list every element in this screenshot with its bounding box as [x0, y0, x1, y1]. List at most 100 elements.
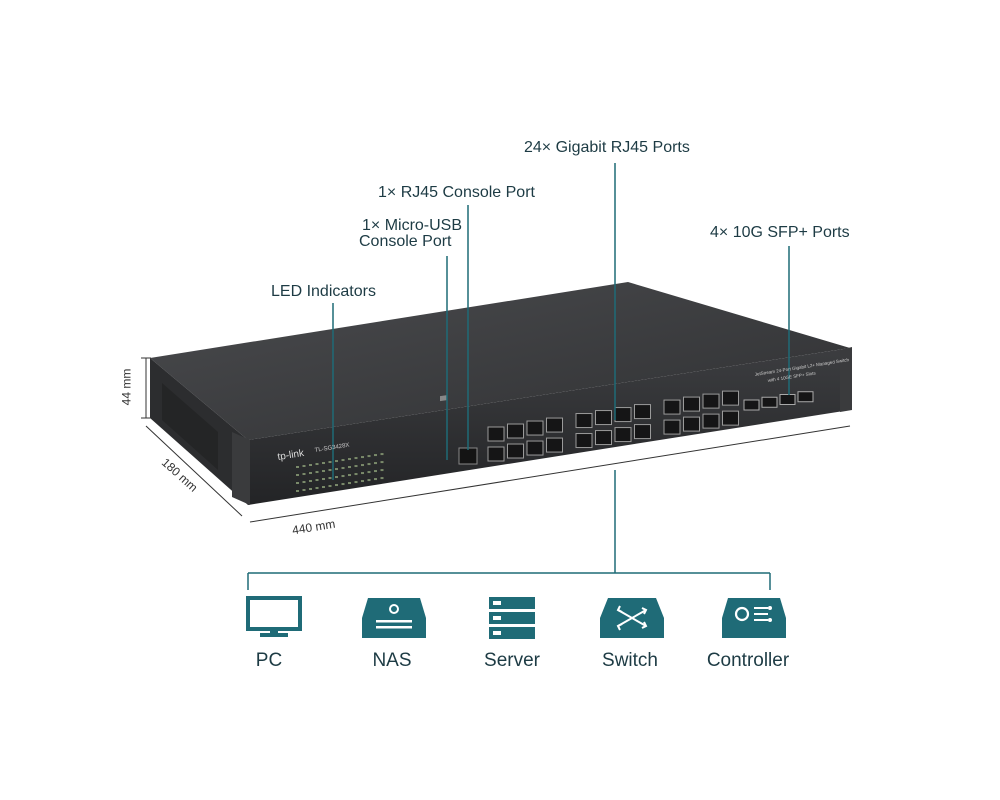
- led-dot: [335, 484, 338, 487]
- led-dot: [309, 464, 312, 467]
- rj45-console-port: [458, 447, 478, 465]
- led-dot: [361, 472, 364, 475]
- led-dot: [335, 476, 338, 479]
- device-label-controller: Controller: [706, 650, 790, 671]
- led-dot: [348, 466, 351, 469]
- led-dot: [354, 465, 358, 468]
- rj45-port: [526, 440, 544, 456]
- led-dot: [315, 487, 319, 490]
- led-dot: [367, 463, 371, 466]
- led-dot: [341, 467, 345, 470]
- led-dot: [367, 479, 371, 482]
- rj45-port: [595, 410, 612, 426]
- server-icon: [489, 597, 535, 639]
- led-dot: [335, 468, 338, 471]
- led-dot: [354, 457, 358, 460]
- led-dot: [309, 480, 312, 483]
- rj45-port: [702, 413, 720, 429]
- callout-lines: [332, 163, 790, 480]
- led-dot: [374, 478, 377, 481]
- height-dimension-label: 44 mm: [119, 368, 134, 406]
- led-dot: [380, 477, 384, 480]
- device-label-pc: PC: [255, 650, 283, 671]
- led-dot: [374, 462, 377, 465]
- device-label-server: Server: [484, 650, 540, 671]
- dimension-lines: [141, 357, 851, 523]
- sfp-port-array: [743, 391, 814, 411]
- rj45-port: [702, 393, 720, 409]
- led-dot: [374, 454, 377, 457]
- led-dot: [361, 480, 364, 483]
- side-vents: [168, 526, 172, 555]
- usb-console-label-2: Console Port: [359, 233, 452, 250]
- micro-usb-port: [440, 395, 447, 402]
- rj45-port: [634, 404, 651, 420]
- led-indicators-label: LED Indicators: [271, 283, 376, 300]
- width-dim-line: [249, 425, 851, 523]
- led-dot: [315, 463, 319, 466]
- led-dot: [348, 474, 351, 477]
- depth-dim-line: [145, 425, 243, 517]
- sfp-port: [743, 399, 760, 411]
- led-dot: [296, 482, 299, 484]
- led-dot: [341, 483, 345, 486]
- rj45-port: [722, 390, 739, 406]
- controller-icon: [722, 598, 786, 638]
- sfp-port: [779, 393, 796, 405]
- led-dot: [328, 485, 332, 488]
- led-dot: [361, 464, 364, 467]
- led-dot: [322, 486, 325, 489]
- rj45-console-label: 1× RJ45 Console Port: [378, 184, 535, 201]
- rj45-port: [546, 417, 563, 433]
- rj45-port: [507, 443, 524, 459]
- rj45-port: [526, 420, 544, 436]
- sfp-ports-label: 4× 10G SFP+ Ports: [710, 224, 850, 241]
- led-dot: [296, 466, 299, 468]
- led-dot: [367, 471, 371, 474]
- led-dot: [328, 469, 332, 472]
- brand-logo: tp-link: [277, 448, 306, 463]
- led-dot: [315, 471, 319, 474]
- gigabit-ports-label: 24× Gigabit RJ45 Ports: [524, 139, 690, 156]
- rj45-port: [614, 427, 632, 443]
- rj45-port: [487, 446, 505, 462]
- led-dot: [380, 461, 384, 464]
- led-dot: [302, 481, 306, 484]
- led-dot: [322, 470, 325, 473]
- led-dot: [380, 453, 384, 456]
- device-label-switch: Switch: [602, 650, 658, 671]
- rj45-port: [614, 407, 632, 423]
- led-dot: [341, 475, 345, 478]
- led-dot: [302, 465, 306, 468]
- led-dot: [328, 477, 332, 480]
- rj45-port: [683, 396, 700, 412]
- device-label-nas: NAS: [372, 650, 412, 671]
- rj45-port-array: [487, 390, 739, 462]
- sfp-port: [797, 391, 814, 403]
- switch-top-face: [150, 282, 850, 440]
- led-dot: [322, 462, 325, 465]
- rj45-port: [634, 424, 651, 440]
- rj45-port: [595, 430, 612, 446]
- led-dot: [354, 473, 358, 476]
- led-dot: [348, 482, 351, 485]
- led-dot: [315, 479, 319, 482]
- led-dot: [302, 489, 306, 492]
- led-dot: [296, 474, 299, 476]
- switch-icon: [600, 598, 664, 638]
- led-indicator-panel: [296, 453, 384, 492]
- rj45-port: [507, 423, 524, 439]
- led-dot: [296, 490, 299, 492]
- led-dot: [341, 459, 345, 462]
- led-dot: [354, 481, 358, 484]
- model-label: TL-SG3428X: [314, 443, 350, 454]
- rj45-port: [683, 416, 700, 432]
- rj45-port: [546, 437, 563, 453]
- led-dot: [374, 470, 377, 473]
- rj45-port: [663, 419, 681, 435]
- sfp-port: [761, 396, 778, 408]
- rj45-port: [575, 413, 593, 429]
- led-dot: [361, 456, 364, 459]
- switch-device: [150, 282, 852, 555]
- rj45-port: [575, 433, 593, 449]
